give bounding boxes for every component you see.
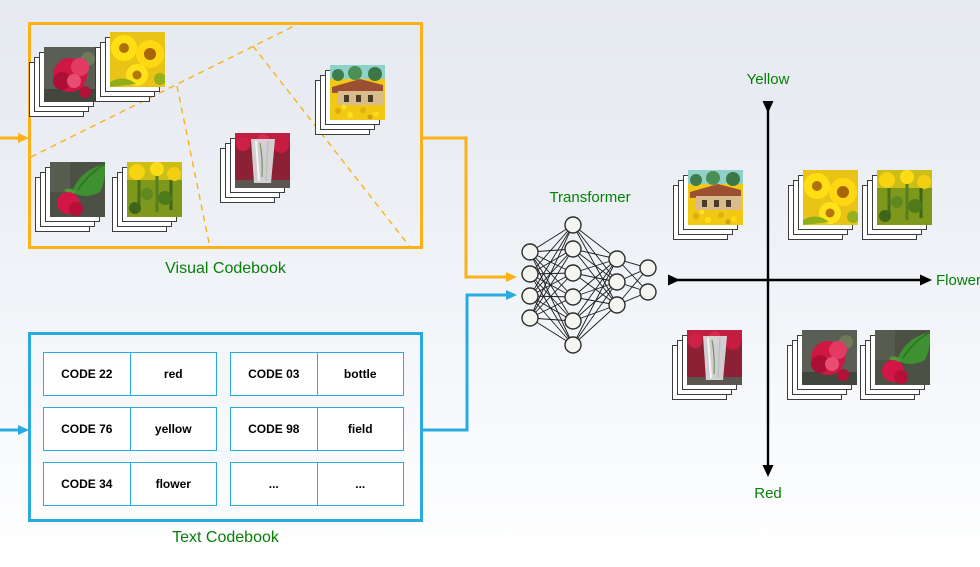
entry-word: flower — [155, 477, 191, 491]
codebook-entry: ... ... — [230, 462, 404, 506]
sunflower-field-house-image — [688, 170, 743, 225]
plane-stack-red-rose — [787, 330, 857, 400]
image-stack-rose-bud-with-leaf — [35, 162, 105, 232]
red-rose-image — [802, 330, 857, 385]
sunflower-field-house-image — [330, 65, 385, 120]
rose-bud-with-leaf-image — [875, 330, 930, 385]
transformer-label: Transformer — [549, 189, 631, 206]
image-stack-sunflower-field-house — [315, 65, 385, 135]
entry-code: CODE 03 — [231, 353, 318, 395]
entry-word: ... — [355, 477, 366, 491]
text-to-transformer-connector — [423, 290, 517, 432]
rose-bud-with-leaf-image — [50, 162, 105, 217]
plane-stack-sunflower-field-house — [673, 170, 743, 240]
flower-vase-image — [235, 133, 290, 188]
entry-code: CODE 98 — [231, 408, 318, 450]
image-stack-flower-vase — [220, 133, 290, 203]
sunflower-plants-image — [877, 170, 932, 225]
partition-line — [176, 85, 211, 249]
embedding-axes — [668, 101, 932, 477]
text-codebook-box — [28, 332, 423, 522]
entry-code: CODE 22 — [44, 353, 131, 395]
entry-word: yellow — [154, 422, 192, 436]
plane-stack-sunflowers — [788, 170, 858, 240]
text-codebook-label: Text Codebook — [172, 529, 279, 546]
plane-stack-flower-vase — [672, 330, 742, 400]
visual-codebook-partition-lines — [30, 23, 411, 249]
axis-label-yellow: Yellow — [746, 71, 790, 88]
visual-to-transformer-connector — [423, 136, 517, 282]
visual-codebook-box — [28, 22, 423, 249]
image-stack-red-rose — [29, 47, 99, 117]
red-rose-image — [44, 47, 99, 102]
transformer-network — [521, 216, 657, 354]
codebook-entry: CODE 98 field — [230, 407, 404, 451]
codebook-entry: CODE 34 flower — [43, 462, 217, 506]
partition-line — [30, 23, 299, 158]
entry-word: red — [163, 367, 183, 381]
codebook-entry: CODE 22 red — [43, 352, 217, 396]
entry-code: CODE 34 — [44, 463, 131, 505]
codebook-entry: CODE 76 yellow — [43, 407, 217, 451]
sunflowers-image — [803, 170, 858, 225]
entry-word: field — [347, 422, 373, 436]
plane-stack-sunflower-plants — [862, 170, 932, 240]
plane-stack-rose-bud-with-leaf — [860, 330, 930, 400]
sunflower-plants-image — [127, 162, 182, 217]
axis-label-flower: Flower — [936, 272, 980, 289]
image-stack-sunflowers — [95, 32, 165, 102]
axis-label-red: Red — [754, 485, 782, 502]
flower-vase-image — [687, 330, 742, 385]
image-stack-sunflower-plants — [112, 162, 182, 232]
entry-code: CODE 76 — [44, 408, 131, 450]
sunflowers-image — [110, 32, 165, 87]
partition-line — [252, 45, 411, 248]
codebook-entry: CODE 03 bottle — [230, 352, 404, 396]
entry-word: bottle — [343, 367, 377, 381]
entry-code: ... — [231, 463, 318, 505]
visual-codebook-label: Visual Codebook — [165, 260, 286, 277]
